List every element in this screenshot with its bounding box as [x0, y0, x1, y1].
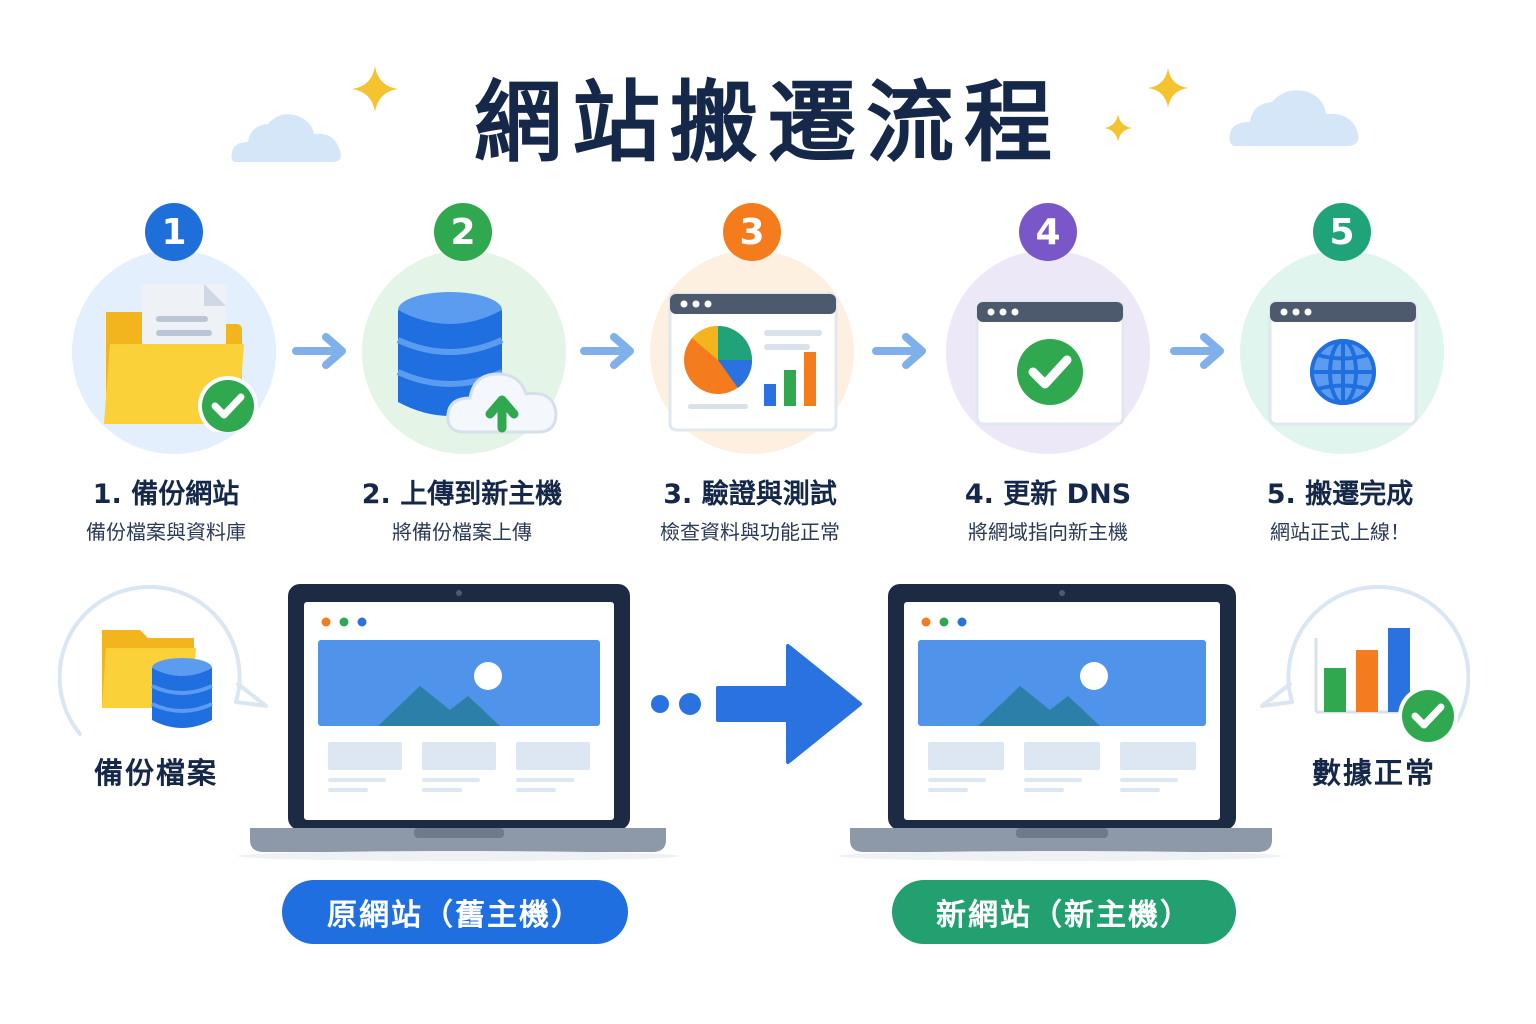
data-normal-label: 數據正常: [1311, 756, 1436, 790]
step-3-subtitle: 檢查資料與功能正常: [660, 520, 840, 544]
arrow-right-icon: [292, 333, 346, 369]
old-site-pill: 原網站（舊主機）: [282, 880, 628, 944]
database-upload-icon: [396, 292, 558, 434]
cloud-icon: [231, 114, 341, 162]
folder-database-icon: [102, 630, 213, 728]
step-5-title: 5. 搬遷完成: [1266, 479, 1414, 510]
sparkle-icon: [1104, 114, 1132, 142]
arrow-right-icon: [1170, 333, 1224, 369]
old-site-laptop: [238, 584, 678, 861]
step-3-title: 3. 驗證與測試: [663, 479, 837, 510]
speech-bubble-outline: [58, 584, 268, 736]
step-2-badge: 2: [434, 203, 492, 261]
backup-files-label: 備份檔案: [93, 756, 218, 790]
arrow-right-icon: [872, 333, 926, 369]
step-4-title: 4. 更新 DNS: [964, 479, 1132, 510]
step-2-subtitle: 將備份檔案上傳: [392, 520, 532, 544]
step-1-badge: 1: [145, 203, 203, 261]
speech-bubble-outline: [1260, 584, 1470, 736]
step-3-badge: 3: [723, 203, 781, 261]
new-site-pill: 新網站（新主機）: [892, 880, 1236, 944]
bar-chart-check-icon: [1314, 628, 1458, 746]
dashboard-chart-icon: [668, 292, 838, 432]
browser-globe-icon: [1268, 300, 1418, 426]
page-title: 網站搬遷流程: [473, 71, 1062, 174]
transfer-arrow-icon: [651, 644, 862, 764]
new-site-laptop: [838, 584, 1282, 861]
step-1-title: 1. 備份網站: [92, 479, 240, 510]
step-5-subtitle: 網站正式上線！: [1270, 520, 1410, 544]
browser-check-icon: [975, 300, 1125, 426]
step-4-badge: 4: [1019, 203, 1077, 261]
step-5-badge: 5: [1313, 203, 1371, 261]
cloud-icon: [1229, 90, 1359, 146]
arrow-right-icon: [580, 333, 634, 369]
sparkle-icon: [352, 66, 398, 112]
sparkle-icon: [1148, 68, 1188, 108]
step-4-subtitle: 將網域指向新主機: [968, 520, 1128, 544]
step-2-title: 2. 上傳到新主機: [361, 479, 563, 510]
step-1-subtitle: 備份檔案與資料庫: [86, 520, 246, 544]
folder-document-icon: [104, 284, 258, 432]
